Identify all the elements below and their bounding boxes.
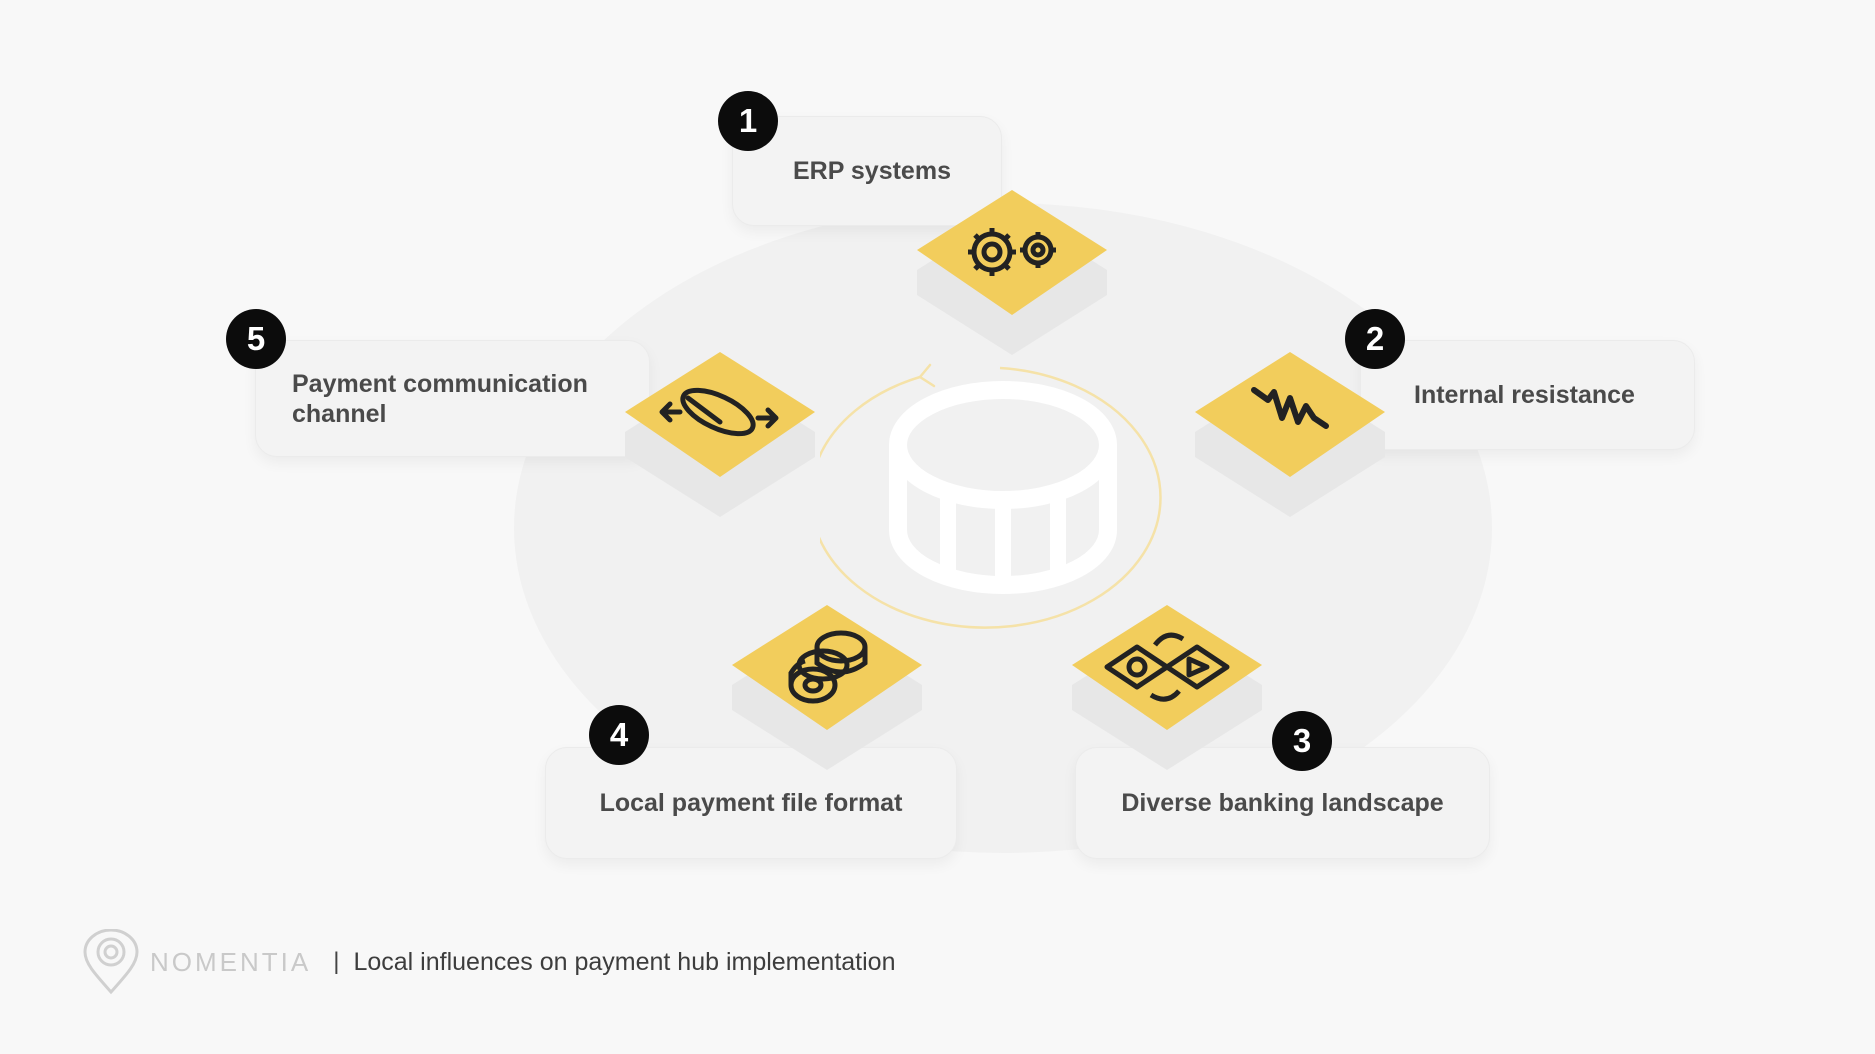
badge-4: 4 bbox=[589, 705, 649, 765]
tile-banking bbox=[1067, 605, 1267, 775]
footer-caption: Local influences on payment hub implemen… bbox=[353, 947, 896, 976]
transfer-coin-icon bbox=[659, 387, 779, 437]
card-internal-resistance: Internal resistance bbox=[1360, 340, 1695, 450]
nomentia-logo-icon bbox=[83, 929, 139, 995]
card-label: ERP systems bbox=[793, 157, 951, 185]
tile-communication bbox=[620, 352, 820, 522]
brand-name: NOMENTIA bbox=[150, 946, 312, 977]
gears-icon bbox=[968, 228, 1056, 276]
badge-5: 5 bbox=[226, 309, 286, 369]
card-label: Diverse banking landscape bbox=[1121, 789, 1444, 817]
tile-erp bbox=[912, 190, 1112, 360]
card-diverse-banking-landscape: Diverse banking landscape bbox=[1075, 747, 1490, 859]
zigzag-resistor-icon bbox=[1251, 387, 1329, 429]
badge-1: 1 bbox=[718, 91, 778, 151]
footer: NOMENTIA | Local influences on payment h… bbox=[82, 929, 896, 995]
card-label: Internal resistance bbox=[1414, 381, 1635, 409]
card-payment-communication-channel: Payment communication channel bbox=[255, 340, 650, 457]
card-label: Payment communication channel bbox=[292, 369, 588, 428]
card-local-payment-file-format: Local payment file format bbox=[545, 747, 957, 859]
coins-icon bbox=[788, 630, 868, 704]
card-label: Local payment file format bbox=[599, 789, 903, 817]
badge-3: 3 bbox=[1272, 711, 1332, 771]
exchange-icon bbox=[1104, 632, 1230, 702]
tile-internal-resistance bbox=[1190, 352, 1390, 522]
badge-2: 2 bbox=[1345, 309, 1405, 369]
footer-separator: | bbox=[333, 948, 340, 975]
tile-file-format bbox=[727, 605, 927, 775]
card-erp-systems: ERP systems bbox=[732, 116, 1002, 226]
